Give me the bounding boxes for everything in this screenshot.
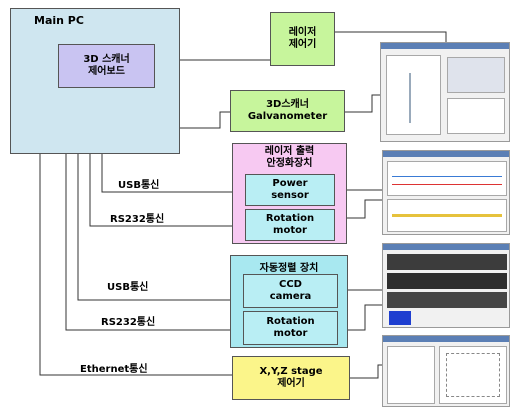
stabilizer-title: 레이저 출력 안정화장치 (264, 146, 315, 169)
stage-control-screenshot (382, 335, 510, 407)
usb-label-1: USB통신 (118, 180, 160, 191)
power-monitor-screenshot (382, 150, 510, 235)
rotation-motor-box-2: Rotation motor (243, 311, 338, 345)
usb-label-2: USB통신 (107, 282, 149, 293)
galvanometer-box: 3D스캐너 Galvanometer (230, 90, 345, 132)
ethernet-label: Ethernet통신 (80, 364, 148, 375)
rotation-motor-box-1: Rotation motor (245, 209, 335, 241)
main-pc-title: Main PC (34, 14, 84, 27)
laser-software-screenshot (380, 42, 510, 142)
scanner-board-box: 3D 스캐너 제어보드 (58, 44, 155, 88)
power-sensor-box: Power sensor (245, 174, 335, 206)
ccd-camera-screenshot (382, 243, 510, 328)
rs232-label-2: RS232통신 (101, 317, 156, 328)
alignment-title: 자동정렬 장치 (259, 263, 319, 274)
ccd-camera-box: CCD camera (243, 274, 338, 308)
stage-controller-box: X,Y,Z stage 제어기 (232, 356, 350, 400)
rs232-label-1: RS232통신 (110, 214, 165, 225)
laser-controller-box: 레이저 제어기 (270, 12, 335, 66)
